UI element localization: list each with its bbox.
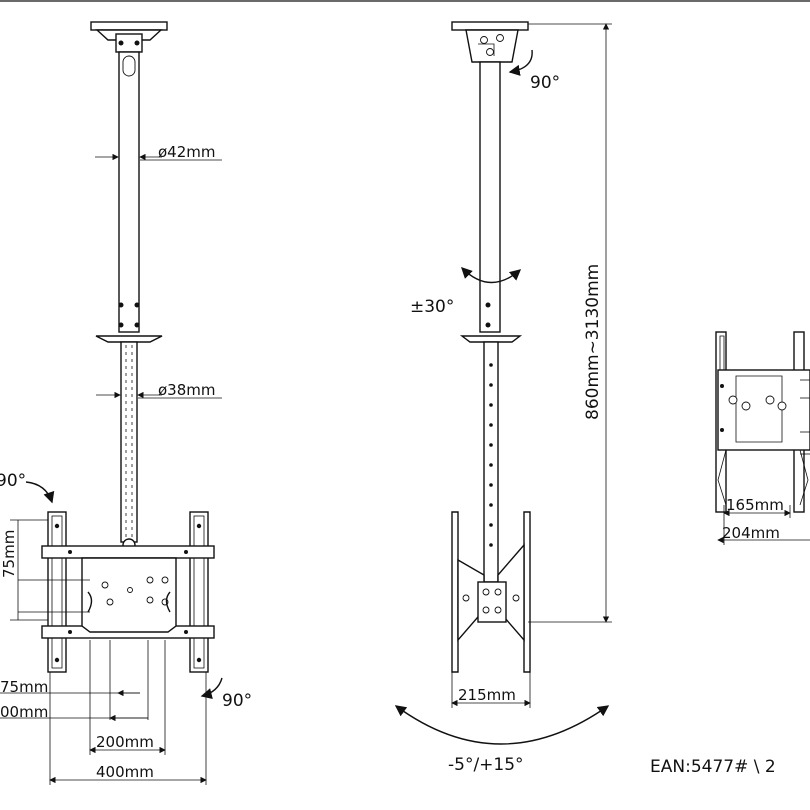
rotation-label: ±30° bbox=[410, 297, 454, 317]
swivel-label-top: 90° bbox=[530, 73, 560, 93]
center-plate-left bbox=[81, 557, 177, 633]
dim-diameter-42: ø42mm bbox=[158, 143, 216, 161]
swivel-arrow-bottom bbox=[200, 677, 223, 700]
tilt-arrow bbox=[394, 705, 610, 745]
small-bracket-plate bbox=[717, 369, 810, 451]
upper-pole-left bbox=[118, 51, 140, 333]
tilt-arm-right bbox=[523, 511, 531, 673]
dim-small-165: 165mm bbox=[726, 496, 784, 514]
small-bracket-view: 165mm 204mm bbox=[715, 331, 810, 545]
vertical-rail-left bbox=[47, 511, 67, 673]
side-view: 860mm~3130mm 90° ±30° 215mm -5°/+15° bbox=[394, 21, 612, 775]
collar-middle bbox=[459, 335, 523, 343]
dim-width-215: 215mm bbox=[458, 686, 516, 704]
dim-diameter-38: ø38mm bbox=[158, 381, 216, 399]
left-front-view: ø42mm ø38mm 75mm 75 bbox=[0, 21, 252, 785]
vertical-rail-right bbox=[189, 511, 209, 673]
dim-vesa-200: 200mm bbox=[96, 733, 154, 751]
swivel-arrow-top bbox=[508, 49, 533, 76]
horizontal-arm-top bbox=[41, 545, 215, 559]
dim-height-range: 860mm~3130mm bbox=[583, 264, 603, 420]
swivel-arrow-left bbox=[25, 481, 55, 504]
dim-vesa-75-horizontal: 75mm bbox=[0, 678, 48, 696]
ean-code: EAN:5477# \ 2 bbox=[650, 757, 776, 777]
lower-pole-left bbox=[120, 341, 138, 543]
ceiling-plate-left bbox=[90, 21, 168, 31]
swivel-label-bottom: 90° bbox=[222, 691, 252, 711]
ceiling-plate-middle bbox=[451, 21, 529, 31]
dim-vesa-75-vertical: 75mm bbox=[0, 530, 18, 578]
tilt-label: -5°/+15° bbox=[448, 755, 524, 775]
rotation-arrow bbox=[461, 267, 522, 284]
dim-small-204: 204mm bbox=[722, 524, 780, 542]
swivel-label-left: 90° bbox=[0, 471, 26, 491]
tilt-arm-left bbox=[451, 511, 459, 673]
collar-left bbox=[95, 335, 163, 343]
upper-pole-middle bbox=[479, 61, 501, 333]
dim-vesa-100-horizontal: 00mm bbox=[0, 703, 48, 721]
tilt-bracket-middle bbox=[477, 581, 507, 623]
dim-vesa-400: 400mm bbox=[96, 763, 154, 781]
